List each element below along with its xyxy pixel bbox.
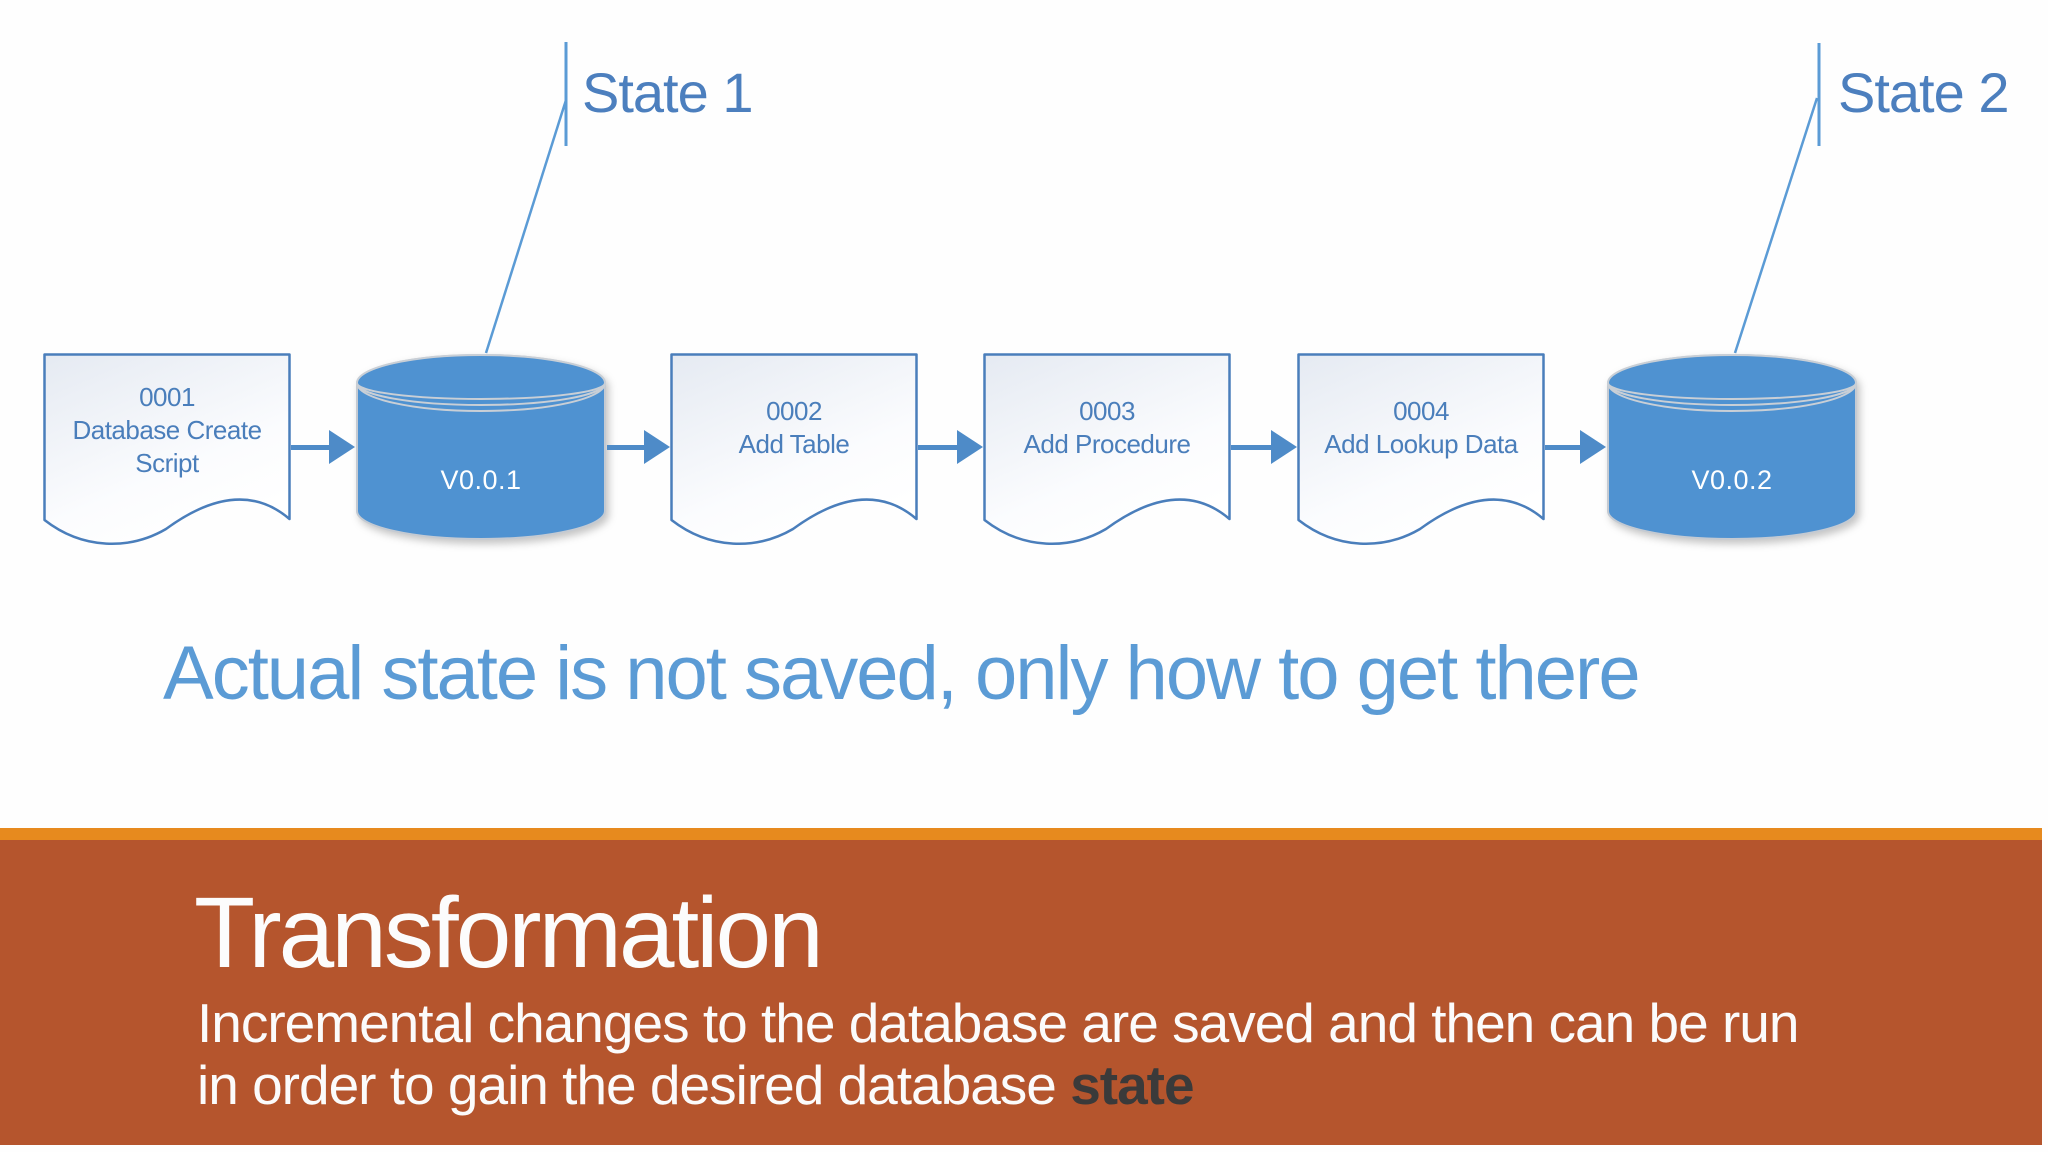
flow-arrow [1545,430,1606,464]
document-number: 0002 [766,396,822,426]
state2-label: State 2 [1838,61,2009,124]
document-title-line: Database Create [72,415,262,445]
arrow-shaft [1545,445,1584,450]
flow-node-database-v002: V0.0.2 [1606,353,1858,543]
flow-arrow [291,430,355,464]
state1-diagonal-line [484,99,568,354]
document-text: 0002 Add Table [670,395,918,461]
document-number: 0003 [1079,396,1135,426]
callout-lines [484,42,1821,354]
database-version-label: V0.0.2 [1691,465,1773,495]
database-cylinder-shape [356,354,606,540]
document-title-line: Add Procedure [1023,429,1191,459]
arrow-head-icon [957,430,983,464]
arrow-head-icon [644,430,670,464]
flow-arrow [918,430,983,464]
arrow-head-icon [329,430,355,464]
flow-node-document-0002: 0002 Add Table [670,353,918,553]
flow-node-document-0003: 0003 Add Procedure [983,353,1231,553]
document-shape [670,353,918,545]
flow-node-database-v001: V0.0.1 [355,353,607,543]
footer-band [0,840,2042,1145]
footer-subtitle-line1: Incremental changes to the database are … [197,992,1799,1054]
footer-subtitle-line2-text: in order to gain the desired database [197,1054,1071,1116]
arrow-shaft [1231,445,1275,450]
arrow-head-icon [1580,430,1606,464]
arrow-shaft [291,445,333,450]
flow-node-document-0001: 0001 Database Create Script [43,353,291,553]
document-shape [1297,353,1545,545]
arrow-shaft [918,445,961,450]
database-version-label: V0.0.1 [440,465,522,495]
document-shape [983,353,1231,545]
state2-diagonal-line [1733,97,1819,354]
flow-node-document-0004: 0004 Add Lookup Data [1297,353,1545,553]
document-title-line: Add Lookup Data [1324,429,1518,459]
document-shape [43,353,291,545]
flow-arrow [1231,430,1297,464]
footer-subtitle: Incremental changes to the database are … [197,992,1799,1116]
document-text: 0004 Add Lookup Data [1297,395,1545,461]
document-number: 0001 [139,382,195,412]
database-cylinder-shape [1607,354,1857,540]
footer-accent-strip [0,828,2042,840]
document-text: 0003 Add Procedure [983,395,1231,461]
state1-label: State 1 [582,61,753,124]
footer-subtitle-emphasis: state [1070,1054,1194,1116]
footer-title: Transformation [194,877,824,989]
arrow-shaft [607,445,648,450]
document-number: 0004 [1393,396,1449,426]
document-text: 0001 Database Create Script [43,381,291,480]
footer-subtitle-line2: in order to gain the desired database st… [197,1054,1798,1116]
slide-message: Actual state is not saved, only how to g… [163,631,1641,716]
flow-arrow [607,430,670,464]
document-title-line: Add Table [738,429,850,459]
document-title-line: Script [135,448,199,478]
arrow-head-icon [1271,430,1297,464]
